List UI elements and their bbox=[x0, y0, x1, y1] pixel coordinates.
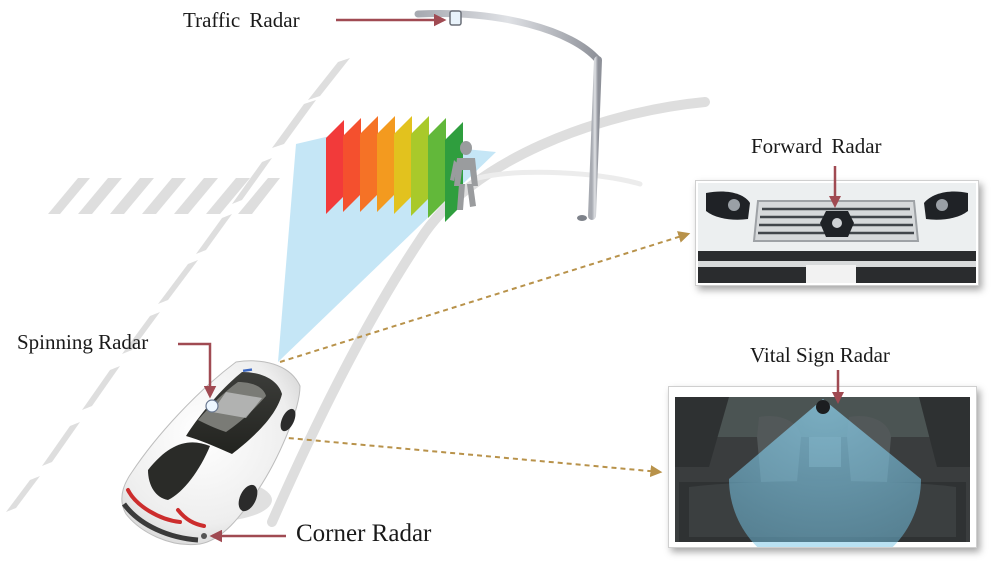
road-markings bbox=[6, 58, 350, 512]
lane-curve bbox=[267, 97, 710, 527]
vital-sign-radar-label: Vital Sign Radar bbox=[750, 343, 890, 367]
traffic-radar-sensor bbox=[449, 10, 462, 26]
forward-radar-label: Forward Radar bbox=[751, 134, 882, 158]
traffic-pole bbox=[414, 10, 602, 221]
car bbox=[121, 360, 301, 546]
vital-sign-radar-leader bbox=[243, 433, 663, 478]
spinning-radar-arrow bbox=[178, 342, 217, 399]
traffic-radar-label: Traffic Radar bbox=[183, 8, 300, 32]
lane-curve-lower bbox=[475, 169, 643, 187]
pedestrian-figure bbox=[450, 141, 478, 210]
spinning-radar-label: Spinning Radar bbox=[17, 330, 149, 354]
corner-radar-sensor bbox=[201, 533, 207, 539]
vital-sign-radar-inset bbox=[668, 386, 977, 563]
spinning-radar-sensor bbox=[205, 399, 219, 413]
car-interior-image bbox=[675, 397, 970, 563]
vital-sign-radar-arrow bbox=[832, 370, 844, 404]
forward-radar-arrow bbox=[829, 166, 841, 208]
corner-radar-label: Corner Radar bbox=[296, 520, 432, 547]
